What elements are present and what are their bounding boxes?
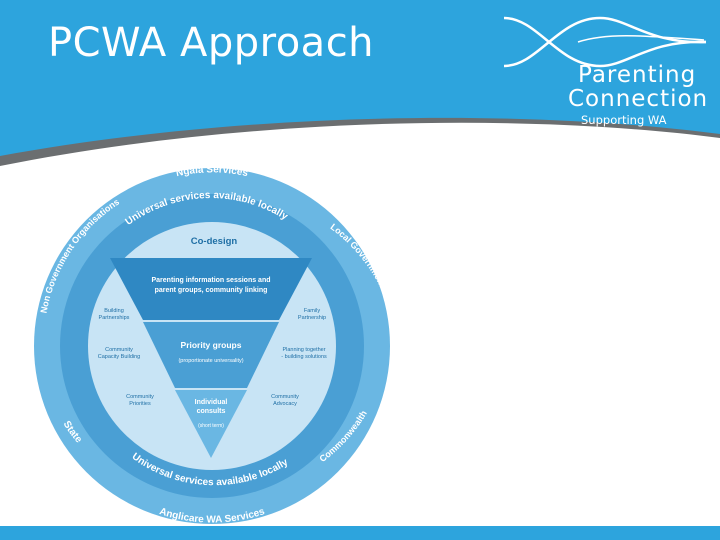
tier-1-line-1: Parenting information sessions and — [151, 277, 270, 284]
logo-wave-icon — [503, 16, 707, 68]
ring-label-ngala: Ngala Services — [175, 166, 249, 179]
label-community-priorities-1: Community — [126, 394, 154, 400]
label-building-partnerships-2: Partnerships — [99, 315, 130, 321]
footer-bar — [0, 526, 720, 540]
label-community-priorities-2: Priorities — [129, 401, 151, 407]
triangle-tier-3 — [175, 390, 247, 458]
tier-3-title-line-1: Individual — [195, 399, 228, 406]
label-building-partnerships-1: Building — [104, 308, 124, 314]
label-capacity-building-1: Community — [105, 347, 133, 353]
tier-3-title-line-2: consults — [197, 408, 226, 415]
parenting-connection-logo: Parenting Connection Supporting WA paren… — [498, 10, 710, 141]
tier-2-subtitle: (proportionate universality) — [178, 358, 243, 364]
label-family-partnership-2: Partnership — [298, 315, 326, 321]
label-planning-together-1: Planning together — [282, 347, 325, 353]
label-community-advocacy-2: Advocacy — [273, 401, 297, 407]
logo-line-1: Parenting — [578, 62, 697, 88]
slide-title: PCWA Approach — [48, 20, 375, 66]
tier-1-line-2: parent groups, community linking — [155, 287, 268, 294]
approach-diagram: Ngala Services Anglicare WA Services Non… — [34, 166, 390, 526]
label-community-advocacy-1: Community — [271, 394, 299, 400]
triangle-tier-1 — [110, 258, 312, 320]
codesign-label: Co-design — [191, 236, 238, 247]
tier-2-title: Priority groups — [181, 340, 242, 350]
header-blue-band — [0, 0, 720, 156]
triangle-tier-2 — [143, 322, 279, 388]
header-banner — [0, 0, 720, 166]
label-planning-together-2: - building solutions — [281, 354, 327, 360]
label-family-partnership-1: Family — [304, 308, 320, 314]
logo-tagline: Supporting WA parents — [581, 113, 667, 141]
logo-line-2: Connection — [568, 86, 709, 112]
tier-3-subtitle: (short term) — [198, 423, 224, 429]
label-capacity-building-2: Capacity Building — [98, 354, 141, 360]
